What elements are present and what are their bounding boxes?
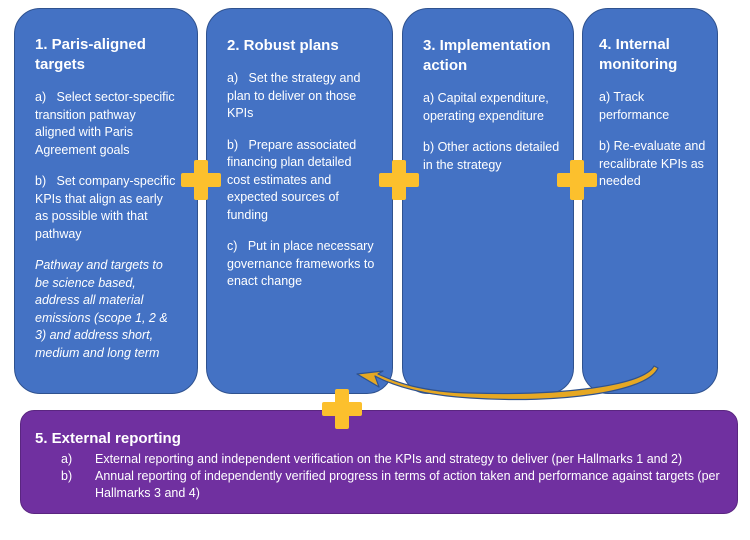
step-4-title: 4. Internal monitoring	[599, 36, 678, 73]
reporting-item-b-marker: b)	[61, 469, 73, 483]
step-2-robust-plans: 2. Robust plans a) Set the strategy and …	[206, 8, 393, 394]
plus-icon-3	[557, 160, 597, 200]
reporting-item-a: a) External reporting and independent ve…	[35, 451, 721, 468]
reporting-list: a) External reporting and independent ve…	[35, 451, 721, 502]
step-2-item-a: a) Set the strategy and plan to deliver …	[227, 71, 361, 120]
step-5-title: 5. External reporting	[35, 430, 181, 447]
reporting-item-b-text: Annual reporting of independently verifi…	[95, 469, 720, 500]
step-2-item-b: b) Prepare associated financing plan det…	[227, 137, 357, 222]
step-1-paris-aligned-targets: 1. Paris-aligned targets a) Select secto…	[14, 8, 198, 394]
step-5-external-reporting: 5. External reporting a) External report…	[20, 410, 738, 514]
step-4-internal-monitoring: 4. Internal monitoring a) Track performa…	[582, 8, 718, 394]
step-3-title: 3. Implementation action	[423, 37, 551, 74]
step-3-implementation-action: 3. Implementation action a) Capital expe…	[402, 8, 574, 394]
step-2-title: 2. Robust plans	[227, 37, 339, 54]
plus-icon-1	[181, 160, 221, 200]
reporting-item-a-marker: a)	[61, 452, 73, 466]
step-1-item-b: b) Set company-specific KPIs that align …	[35, 174, 176, 241]
reporting-item-b: b) Annual reporting of independently ver…	[35, 468, 721, 502]
step-2-item-c: c) Put in place necessary governance fra…	[227, 239, 375, 288]
plus-icon-2	[379, 160, 419, 200]
step-1-title: 1. Paris-aligned targets	[35, 36, 146, 73]
step-3-item-b: b) Other actions detailed in the strateg…	[423, 140, 560, 172]
step-3-item-a: a) Capital expenditure, operating expend…	[423, 91, 549, 123]
plus-icon-4	[322, 389, 362, 429]
step-4-item-a: a) Track performance	[599, 90, 670, 122]
step-4-item-b: b) Re-evaluate and recalibrate KPIs as n…	[599, 139, 706, 188]
reporting-item-a-text: External reporting and independent verif…	[95, 452, 683, 466]
step-1-note: Pathway and targets to be science based,…	[35, 258, 168, 360]
step-1-item-a: a) Select sector-specific transition pat…	[35, 90, 175, 157]
